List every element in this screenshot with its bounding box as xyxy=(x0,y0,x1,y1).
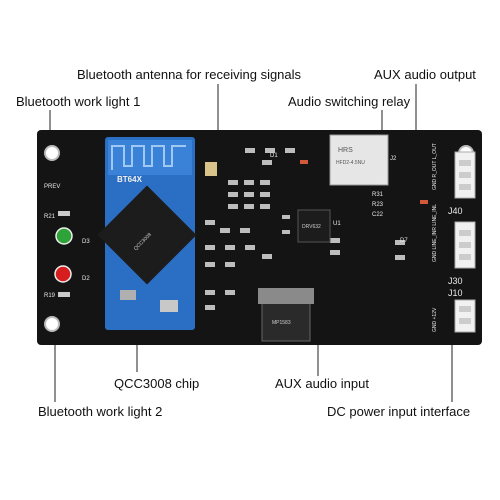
power-callout: DC power input interface xyxy=(327,404,471,419)
svg-text:HFD2-4.5NU: HFD2-4.5NU xyxy=(336,160,365,166)
svg-text:D7: D7 xyxy=(400,238,408,244)
svg-text:J2: J2 xyxy=(390,156,397,162)
svg-text:R23: R23 xyxy=(372,202,384,208)
svg-text:DRV632: DRV632 xyxy=(302,224,321,230)
antenna-trace xyxy=(111,145,186,170)
svg-text:J10: J10 xyxy=(448,288,463,298)
bluetooth-work-light-2-led xyxy=(54,265,72,283)
svg-text:GND LINE_INR LINE_INL: GND LINE_INR LINE_INL xyxy=(432,204,438,262)
svg-text:HRS: HRS xyxy=(338,147,353,154)
dc-power-connector xyxy=(454,299,476,333)
work-light-1-callout: Bluetooth work light 1 xyxy=(16,94,141,109)
smd-components xyxy=(205,148,428,310)
mounting-hole-tl xyxy=(44,145,60,161)
mounting-hole-bl xyxy=(44,316,60,332)
svg-text:R32: R32 xyxy=(372,178,384,184)
antenna-callout: Bluetooth antenna for receiving signals xyxy=(77,67,302,82)
svg-text:R31: R31 xyxy=(372,192,384,198)
svg-text:J30: J30 xyxy=(448,276,463,286)
svg-text:C22: C22 xyxy=(372,212,384,218)
prev-label: PREV xyxy=(44,184,60,190)
r21-label: R21 xyxy=(44,214,56,220)
svg-text:J40: J40 xyxy=(448,206,463,216)
module-label: BT64X xyxy=(117,175,143,184)
svg-text:MP1583: MP1583 xyxy=(272,320,291,326)
bluetooth-work-light-1-led xyxy=(55,227,73,245)
svg-text:U1: U1 xyxy=(333,221,341,227)
work-light-2-callout: Bluetooth work light 2 xyxy=(38,404,163,419)
aux-input-callout: AUX audio input xyxy=(275,376,369,391)
aux-output-callout: AUX audio output xyxy=(374,67,476,82)
audio-switching-relay xyxy=(329,134,389,186)
svg-text:D2: D2 xyxy=(82,276,90,282)
svg-text:D1: D1 xyxy=(270,153,278,159)
svg-text:D3: D3 xyxy=(82,239,90,245)
amplifier-chip xyxy=(297,209,331,243)
svg-text:GND R_OUT L_OUT: GND R_OUT L_OUT xyxy=(432,143,438,190)
relay-callout: Audio switching relay xyxy=(288,94,411,109)
svg-text:R19: R19 xyxy=(44,293,56,299)
svg-text:GND +12V: GND +12V xyxy=(432,307,438,332)
chip-callout: QCC3008 chip xyxy=(114,376,200,391)
